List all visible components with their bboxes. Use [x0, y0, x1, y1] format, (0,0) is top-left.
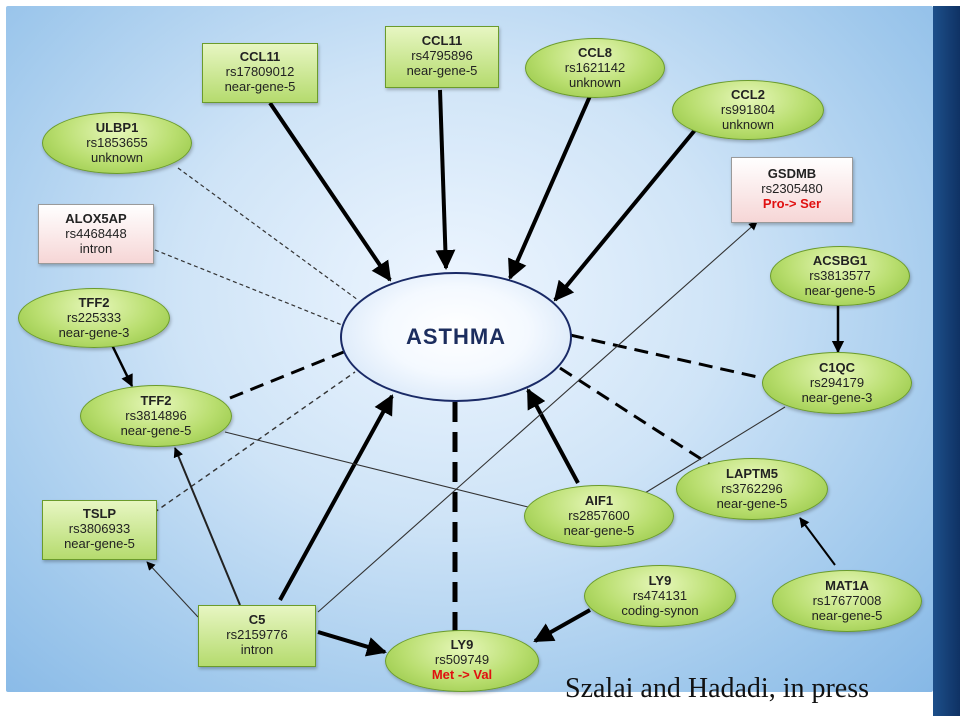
node-tff2-rs225333: TFF2 rs225333 near-gene-3	[18, 288, 170, 348]
gene-label: TFF2	[140, 393, 172, 408]
snp-label: rs509749	[434, 652, 490, 667]
edge-alox5ap-asthma	[154, 249, 343, 326]
gene-label: CCL11	[421, 33, 463, 48]
snp-label: rs3806933	[68, 521, 131, 536]
variant-label: near-gene-5	[120, 423, 192, 438]
snp-label: rs17809012	[225, 64, 295, 79]
edge-ulbp1-asthma	[177, 167, 359, 301]
snp-label: rs474131	[632, 588, 688, 603]
snp-label: rs225333	[66, 310, 122, 325]
snp-label: rs1621142	[564, 60, 626, 75]
snp-label: rs17677008	[812, 593, 882, 608]
edge-tff2a-tff2b	[110, 344, 134, 388]
edge-c5-gsdmb	[317, 221, 758, 613]
slide-edge-strip	[933, 6, 960, 716]
node-acsbg1: ACSBG1 rs3813577 near-gene-5	[770, 246, 910, 306]
variant-label: near-gene-5	[406, 63, 478, 78]
asthma-label: ASTHMA	[405, 324, 507, 349]
edge-tslp-asthma	[131, 371, 356, 529]
node-ly9-rs509749: LY9 rs509749 Met -> Val	[385, 630, 539, 692]
gene-label: C5	[248, 612, 266, 627]
snp-label: rs1853655	[86, 135, 148, 150]
node-laptm5: LAPTM5 rs3762296 near-gene-5	[676, 458, 828, 520]
edge-ccl2-asthma	[553, 128, 697, 302]
node-alox5ap: ALOX5AP rs4468448 intron	[38, 204, 154, 264]
gene-label: LY9	[450, 637, 474, 652]
variant-label: intron	[240, 642, 274, 657]
node-ccl11-rs4795896: CCL11 rs4795896 near-gene-5	[385, 26, 499, 88]
edge-c1qc-asthma	[569, 333, 763, 380]
gene-label: MAT1A	[825, 578, 869, 593]
variant-label: unknown	[721, 117, 775, 132]
variant-label: coding-synon	[621, 603, 699, 618]
variant-label: Met -> Val	[431, 667, 493, 682]
gene-label: LY9	[648, 573, 672, 588]
node-mat1a: MAT1A rs17677008 near-gene-5	[772, 570, 922, 632]
snp-label: rs991804	[720, 102, 776, 117]
edge-tff2b-aif1	[224, 431, 529, 508]
node-gsdmb: GSDMB rs2305480 Pro-> Ser	[731, 157, 853, 223]
edge-ccl11a-asthma	[268, 101, 392, 282]
edge-ly9a-ly9b	[533, 608, 591, 643]
variant-label: near-gene-5	[224, 79, 296, 94]
snp-label: rs4468448	[65, 226, 127, 241]
node-ccl2: CCL2 rs991804 unknown	[672, 80, 824, 140]
gene-label: TSLP	[82, 506, 117, 521]
snp-label: rs2857600	[568, 508, 630, 523]
variant-label: Pro-> Ser	[762, 196, 822, 211]
node-c5: C5 rs2159776 intron	[198, 605, 316, 667]
variant-label: near-gene-5	[716, 496, 788, 511]
gene-label: CCL8	[578, 45, 612, 60]
variant-label: intron	[79, 241, 113, 256]
gene-label: ULBP1	[95, 120, 139, 135]
gene-label: ACSBG1	[812, 253, 868, 268]
variant-label: near-gene-5	[563, 523, 635, 538]
gene-label: LAPTM5	[726, 466, 778, 481]
gene-label: TFF2	[78, 295, 110, 310]
variant-label: near-gene-5	[811, 608, 883, 623]
citation-text: Szalai and Hadadi, in press	[565, 673, 870, 704]
edge-ccl11b-asthma	[435, 89, 456, 270]
gene-label: ALOX5AP	[65, 211, 127, 226]
asthma-node: ASTHMA	[340, 272, 572, 402]
node-ulbp1: ULBP1 rs1853655 unknown	[42, 112, 192, 174]
node-tslp: TSLP rs3806933 near-gene-5	[42, 500, 157, 560]
edge-c5-tslp	[146, 561, 199, 618]
variant-label: unknown	[568, 75, 622, 90]
variant-label: near-gene-3	[58, 325, 130, 340]
edge-aif1-asthma	[526, 388, 580, 484]
edge-laptm5-asthma	[559, 366, 713, 468]
edge-mat1a-laptm5	[799, 517, 836, 566]
gene-label: CCL11	[239, 49, 281, 64]
snp-label: rs294179	[809, 375, 865, 390]
snp-label: rs3814896	[125, 408, 187, 423]
gene-label: GSDMB	[767, 166, 817, 181]
node-ly9-rs474131: LY9 rs474131 coding-synon	[584, 565, 736, 627]
edge-c5-tff2b	[173, 447, 241, 606]
snp-label: rs2159776	[226, 627, 288, 642]
gene-label: CCL2	[731, 87, 765, 102]
node-c1qc: C1QC rs294179 near-gene-3	[762, 352, 912, 414]
edge-aif1-c1qc	[644, 406, 786, 494]
variant-label: near-gene-5	[64, 536, 135, 551]
node-ccl11-rs17809012: CCL11 rs17809012 near-gene-5	[202, 43, 318, 103]
node-aif1: AIF1 rs2857600 near-gene-5	[524, 485, 674, 547]
variant-label: near-gene-5	[804, 283, 876, 298]
snp-label: rs3813577	[809, 268, 871, 283]
edge-c5-asthma	[278, 394, 394, 601]
edge-ccl8-asthma	[508, 95, 592, 280]
snp-label: rs4795896	[411, 48, 473, 63]
node-tff2-rs3814896: TFF2 rs3814896 near-gene-5	[80, 385, 232, 447]
node-ccl8: CCL8 rs1621142 unknown	[525, 38, 665, 98]
variant-label: unknown	[90, 150, 144, 165]
edge-c5-ly9b	[317, 630, 387, 657]
snp-label: rs2305480	[761, 181, 823, 196]
gene-label: C1QC	[818, 360, 856, 375]
snp-label: rs3762296	[721, 481, 783, 496]
top-bar	[0, 0, 960, 6]
gene-label: AIF1	[584, 493, 614, 508]
variant-label: near-gene-3	[801, 390, 873, 405]
